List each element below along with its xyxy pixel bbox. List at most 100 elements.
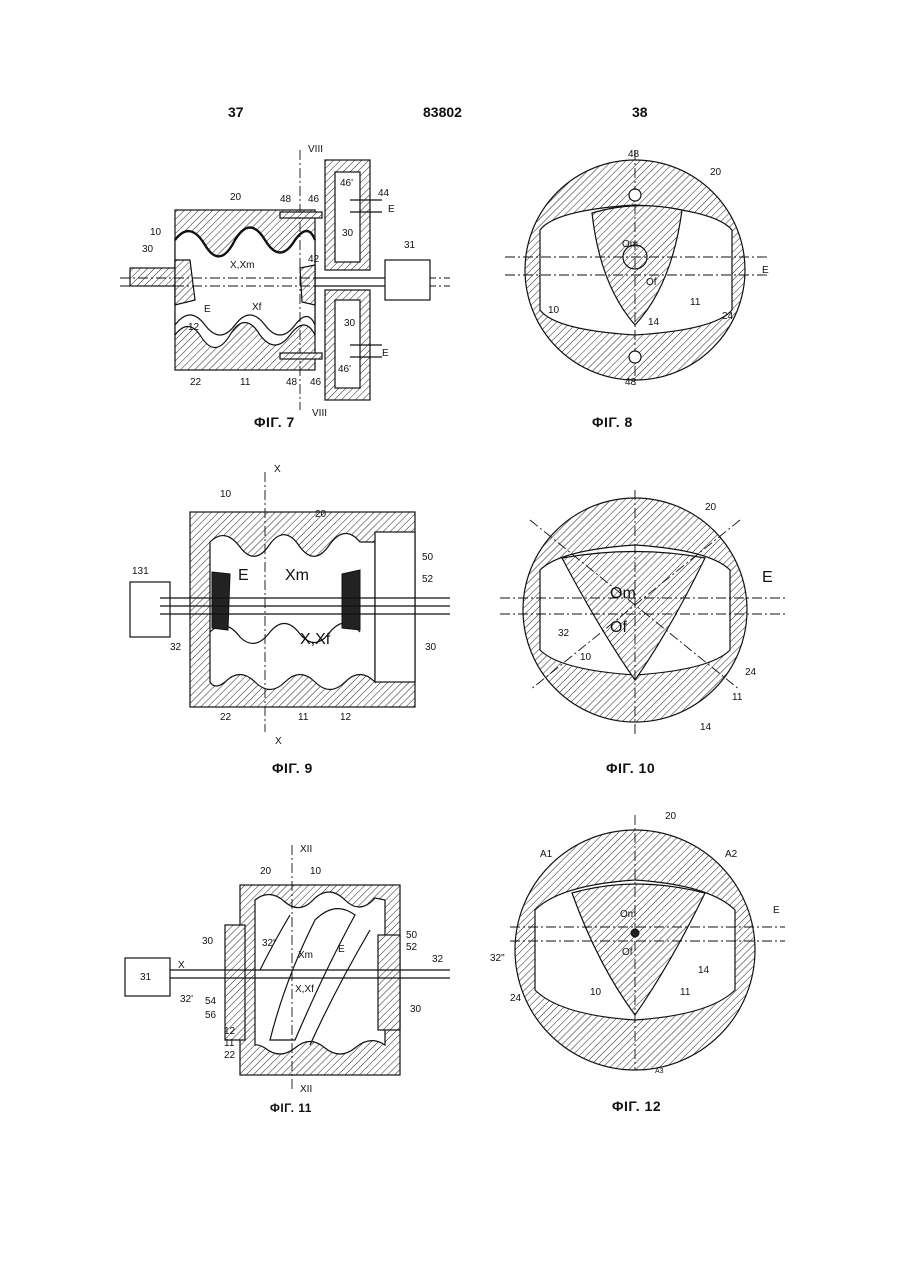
figure-9-drawing: X 10 20 50 52 E Xm 131 X,Xf 32 30 22 11 …: [120, 462, 460, 747]
fig11-label: 32": [262, 938, 277, 949]
fig12-label: 24: [510, 993, 522, 1004]
fig7-label: 42: [308, 254, 320, 265]
fig12-label: Of: [622, 947, 633, 958]
fig11-label: E: [338, 944, 345, 955]
fig9-label: 22: [220, 712, 232, 723]
fig11-label: X,Xf: [295, 984, 314, 995]
fig7-label: 46: [310, 377, 322, 388]
fig7-label: 31: [404, 240, 416, 251]
figure-7-caption: ΦΙΓ. 7: [254, 414, 295, 430]
fig9-label: Xm: [285, 567, 309, 584]
fig8-label: 48: [628, 149, 640, 160]
fig9-label: X,Xf: [300, 631, 331, 648]
page-number-left: 37: [228, 104, 244, 120]
fig11-label: 12: [224, 1026, 236, 1037]
fig7-label: 48: [286, 377, 298, 388]
fig9-label: 11: [298, 712, 309, 723]
fig7-label: 20: [230, 192, 242, 203]
fig7-label: 46': [338, 364, 351, 375]
fig10-label: 20: [705, 502, 717, 513]
fig11-label: 11: [224, 1038, 235, 1049]
fig8-label: 14: [648, 317, 660, 328]
fig7-label: 11: [240, 377, 251, 388]
fig8-label: 11: [690, 297, 701, 308]
fig7-label: 22: [190, 377, 202, 388]
fig9-label: X: [274, 464, 281, 475]
fig10-label: 11: [732, 692, 743, 703]
fig11-label: 56: [205, 1010, 217, 1021]
fig9-label: 12: [340, 712, 352, 723]
fig9-label: E: [238, 567, 249, 584]
fig11-label: 32: [432, 954, 444, 965]
figure-7-drawing: VIII 20 48 46 46' 44 E 30 10 31 30 X,Xm …: [120, 140, 450, 420]
figure-12-drawing: 20 A1 A2 Om E 32" Of 14 10 11 24 A3: [490, 805, 790, 1075]
fig11-label: 54: [205, 996, 217, 1007]
fig7-label: E: [382, 348, 389, 359]
fig11-label: Xm: [298, 950, 313, 961]
fig12-label: E: [773, 905, 780, 916]
page-number-right: 38: [632, 104, 648, 120]
fig7-label: 48: [280, 194, 292, 205]
fig10-label: 10: [580, 652, 592, 663]
figure-10-caption: ΦΙΓ. 10: [606, 760, 655, 776]
fig7-label: X,Xm: [230, 260, 254, 271]
fig10-label: 14: [700, 722, 712, 733]
fig7-label: VIII: [312, 408, 327, 419]
figure-11-caption: ΦΙΓ. 11: [270, 1101, 312, 1115]
fig12-label: 11: [680, 987, 691, 998]
fig11-label: 20: [260, 866, 272, 877]
fig7-label: 46': [340, 178, 353, 189]
fig7-label: E: [204, 304, 211, 315]
fig8-label: Om: [622, 239, 638, 250]
fig8-label: 10: [548, 305, 560, 316]
patent-number: 83802: [423, 104, 462, 120]
figure-9-caption: ΦΙΓ. 9: [272, 760, 313, 776]
figure-12-caption: ΦΙΓ. 12: [612, 1098, 661, 1114]
fig8-label: 48: [625, 377, 637, 388]
fig7-label: 46: [308, 194, 320, 205]
fig10-label: 32: [558, 628, 570, 639]
fig9-label: 131: [132, 566, 149, 577]
fig7-label: 44: [378, 188, 390, 199]
fig11-label: XII: [300, 844, 312, 855]
fig11-label: XII: [300, 1084, 312, 1095]
fig7-label: 30: [142, 244, 154, 255]
fig11-label: 32': [180, 994, 193, 1005]
fig11-label: 30: [202, 936, 214, 947]
fig7-label: VIII: [308, 144, 323, 155]
fig12-label: A1: [540, 849, 553, 860]
fig7-label: 30: [344, 318, 356, 329]
fig8-label: E: [762, 265, 769, 276]
fig9-label: 30: [425, 642, 437, 653]
fig11-label: 52: [406, 942, 418, 953]
fig11-label: 31: [140, 972, 152, 983]
fig9-label: X: [275, 736, 282, 747]
fig11-label: 22: [224, 1050, 236, 1061]
fig9-label: 10: [220, 489, 232, 500]
fig11-label: 30: [410, 1004, 422, 1015]
fig12-label: 32": [490, 953, 505, 964]
fig10-label: 24: [745, 667, 757, 678]
fig7-label: Xf: [252, 302, 262, 313]
fig8-label: Of: [646, 277, 657, 288]
fig11-label: X: [178, 960, 185, 971]
fig10-label: Om: [610, 585, 636, 602]
fig9-label: 20: [315, 509, 327, 520]
figure-8-drawing: 48 20 Om E Of 11 10 14 24 48: [500, 145, 780, 390]
fig12-label: 14: [698, 965, 710, 976]
fig8-label: 20: [710, 167, 722, 178]
fig12-label: A3: [655, 1068, 664, 1075]
fig8-label: 24: [722, 311, 734, 322]
fig7-label: E: [388, 204, 395, 215]
fig9-label: 32: [170, 642, 182, 653]
fig10-label: E: [762, 569, 773, 586]
fig12-label: A2: [725, 849, 738, 860]
fig9-label: 52: [422, 574, 434, 585]
figure-10-drawing: 20 E Om Of 32 10 24 11 14: [500, 490, 790, 740]
fig7-label: 10: [150, 227, 162, 238]
figure-8-caption: ΦΙΓ. 8: [592, 414, 633, 430]
fig7-label: 30: [342, 228, 354, 239]
fig10-label: Of: [610, 619, 627, 636]
fig9-label: 50: [422, 552, 434, 563]
fig11-label: 10: [310, 866, 322, 877]
